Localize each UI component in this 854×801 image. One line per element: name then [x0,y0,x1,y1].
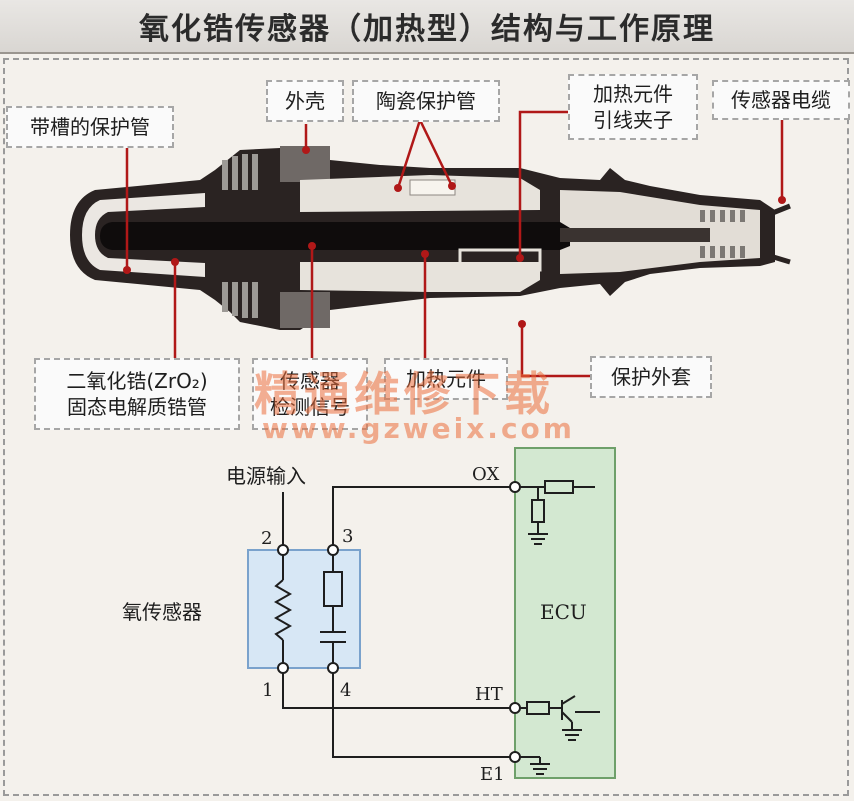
pin-3-label: 3 [342,526,354,547]
label-slotted-tube: 带槽的保护管 [6,106,174,148]
label-outer-sleeve: 保护外套 [590,356,712,398]
watermark-text: 精通维修下载 [254,367,554,421]
label-heater-clip: 加热元件 引线夹子 [568,74,698,140]
ox-label: OX [472,464,500,485]
label-shell: 外壳 [266,80,344,122]
content-frame [3,58,849,796]
e1-label: E1 [480,764,505,785]
label-signal: 传感器 检测信号 [252,358,368,430]
label-ceramic-tube: 陶瓷保护管 [352,80,500,122]
pin-4-label: 4 [340,680,352,701]
label-heater: 加热元件 [384,358,508,400]
ecu-label: ECU [540,600,587,624]
pin-2-label: 2 [261,528,273,549]
power-input-label: 电源输入 [226,464,306,488]
oxygen-sensor-label: 氧传感器 [122,600,202,624]
page-title: 氧化锆传感器（加热型）结构与工作原理 [139,12,715,47]
watermark-url: www.gzweix.com [262,412,575,445]
label-zro2: 二氧化锆(ZrO₂) 固态电解质锆管 [34,358,240,430]
title-bar: 氧化锆传感器（加热型）结构与工作原理 [0,0,854,54]
pin-1-label: 1 [262,680,274,701]
oxygen-sensor-box [247,549,361,669]
shell-threads [222,154,258,318]
circuit-diagram [247,447,616,779]
sensor-cross-section [70,146,791,330]
ht-label: HT [475,684,503,705]
terminal-nodes [277,481,521,763]
leader-dots [123,146,786,328]
leader-lines [125,108,784,378]
label-cable: 传感器电缆 [712,80,850,120]
zro2-tube [100,222,570,250]
